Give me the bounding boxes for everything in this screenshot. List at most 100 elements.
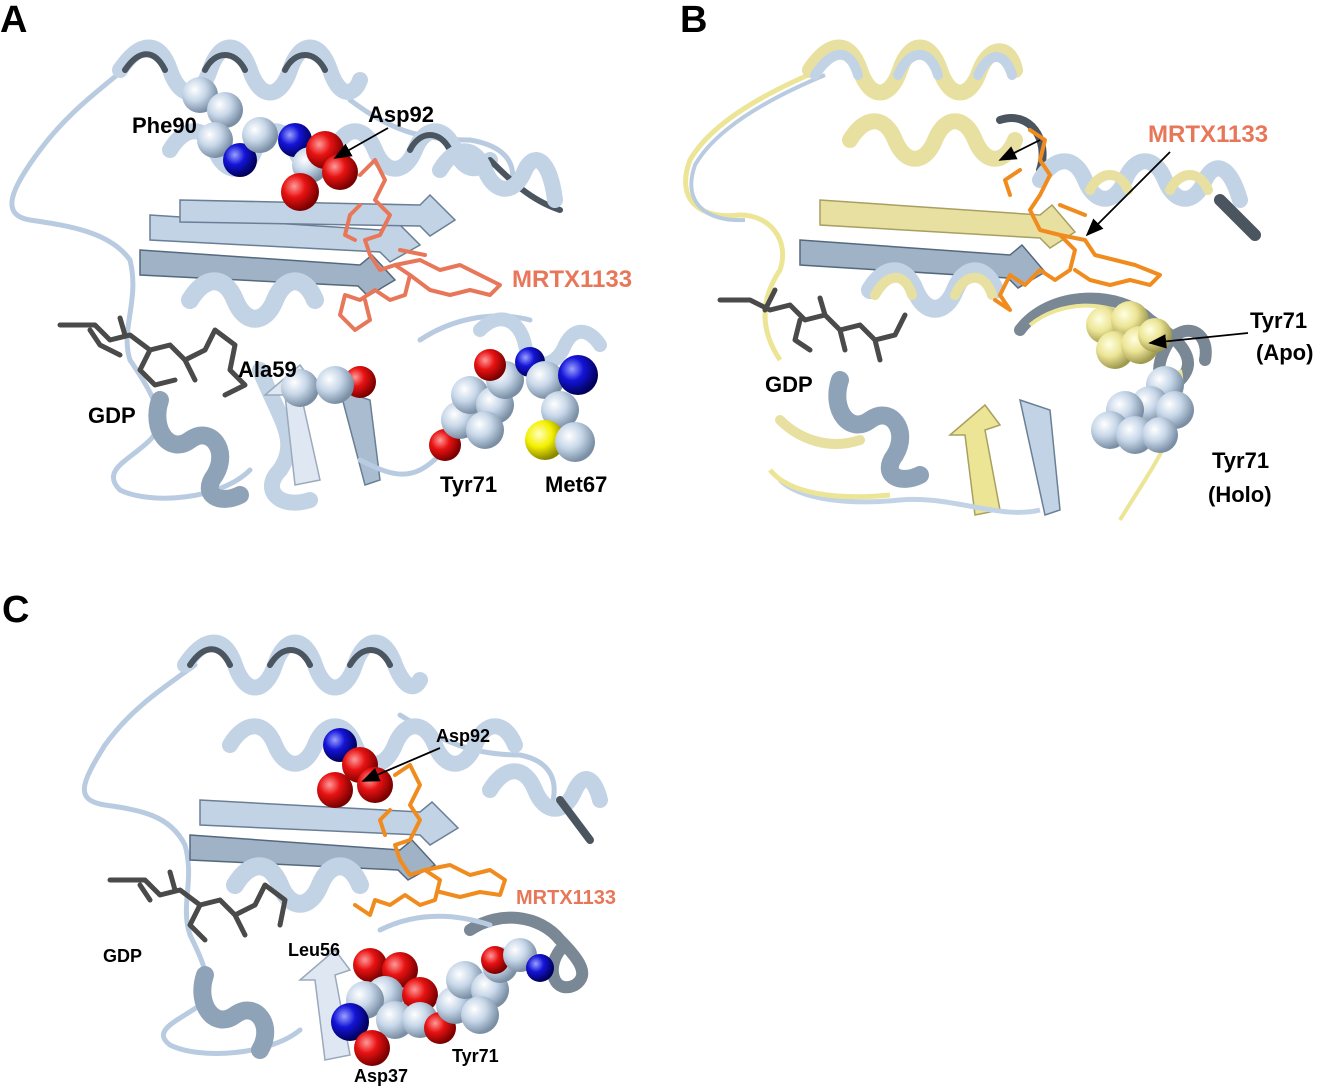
- panel-c-loop: [161, 932, 303, 1056]
- panel-c-letter: C: [2, 589, 29, 631]
- panel-c: C: [2, 589, 616, 1086]
- nitrogen-atom: [558, 355, 598, 395]
- nitrogen-atom: [331, 1003, 369, 1041]
- sulfur-atom: [525, 420, 565, 460]
- panel-b-helix-apo: [775, 415, 865, 449]
- panel-a-spheres: [182, 77, 598, 462]
- arrow-asp92: [361, 747, 441, 782]
- label-gdp: GDP: [88, 403, 136, 428]
- carbon-atom: [1116, 416, 1154, 454]
- panel-c-spheres: [317, 728, 554, 1066]
- panel-c-helix: [482, 763, 608, 817]
- oxygen-atom: [322, 154, 358, 190]
- panel-b-helix-holo: [810, 50, 1017, 80]
- carbon-atom: [207, 92, 243, 128]
- carbon-atom: [1138, 318, 1172, 352]
- label-tyr71-holo-name: Tyr71: [1212, 448, 1269, 473]
- panel-b-tyr71-apo-spheres: [1086, 301, 1172, 369]
- panel-c-loop: [377, 913, 493, 933]
- label-mrtx1133: MRTX1133: [512, 266, 632, 293]
- panel-b-gdp-molecule: [717, 287, 908, 363]
- panel-a-ligand: [338, 158, 502, 332]
- panel-b: B: [680, 0, 1313, 522]
- panel-a-strand: [338, 388, 381, 486]
- panel-b-helix-apo: [842, 113, 1023, 167]
- panel-b-mrtx-molecule: [993, 128, 1162, 312]
- label-leu56: Leu56: [288, 940, 340, 960]
- carbon-atom: [541, 391, 579, 429]
- panel-b-helix-shade: [1214, 194, 1261, 241]
- panel-a: A: [0, 0, 632, 511]
- carbon-atom: [242, 117, 278, 153]
- panel-a-loop: [417, 313, 533, 343]
- label-met67: Met67: [545, 472, 607, 497]
- panel-c-loop: [464, 911, 589, 994]
- panel-b-helix-holo: [1032, 153, 1248, 208]
- label-mrtx1133: MRTX1133: [1148, 121, 1268, 148]
- label-asp37: Asp37: [354, 1066, 408, 1086]
- panel-c-protein-cartoon: [81, 634, 608, 1061]
- oxygen-atom: [474, 349, 506, 381]
- panel-b-helix-holo: [861, 262, 1004, 318]
- oxygen-atom: [317, 772, 353, 808]
- carbon-atom: [555, 422, 595, 462]
- panel-a-helix: [181, 272, 324, 328]
- panel-b-strand-holo: [1018, 398, 1061, 516]
- arrow-mrtx1133-1: [1085, 151, 1171, 237]
- panel-c-gdp-molecule: [107, 869, 288, 943]
- panel-b-loop-holo: [689, 73, 826, 223]
- arrow-mrtx1133-2: [998, 139, 1041, 161]
- panel-c-helix: [193, 966, 275, 1059]
- nitrogen-atom: [223, 143, 257, 177]
- panel-b-strand-apo: [947, 403, 1002, 516]
- panel-b-helix-apo: [870, 272, 997, 300]
- arrow-tyr71-apo: [1148, 332, 1249, 349]
- carbon-atom: [526, 361, 564, 399]
- panel-a-protein-cartoon: [9, 39, 607, 511]
- nitrogen-atom: [526, 954, 554, 982]
- panel-a-helix: [432, 143, 563, 208]
- label-tyr71: Tyr71: [452, 1046, 499, 1066]
- label-tyr71-apo-state: (Apo): [1256, 340, 1313, 365]
- oxygen-atom: [281, 173, 319, 211]
- panel-a-strand: [139, 249, 397, 297]
- panel-a-loop: [111, 357, 253, 501]
- oxygen-atom: [481, 946, 509, 974]
- carbon-atom: [281, 369, 319, 407]
- panel-b-loop-apo: [683, 67, 821, 362]
- label-mrtx1133: MRTX1133: [516, 887, 616, 909]
- oxygen-atom: [357, 767, 393, 803]
- panel-b-loop-holo: [778, 478, 1041, 515]
- panel-c-helix-shade: [556, 796, 594, 844]
- label-ala59: Ala59: [238, 357, 297, 382]
- label-tyr71-holo-state: (Holo): [1208, 482, 1272, 507]
- panel-b-protein-cartoon: [683, 39, 1261, 522]
- label-tyr71-apo-name: Tyr71: [1250, 308, 1307, 333]
- panel-a-helix: [112, 39, 368, 101]
- oxygen-atom: [402, 977, 438, 1013]
- panel-a-gdp-sticks: [57, 315, 248, 398]
- panel-b-loop-apo: [768, 468, 891, 500]
- panel-b-helix-apo: [1085, 170, 1213, 195]
- label-asp92: Asp92: [368, 102, 434, 127]
- panel-a-letter: A: [0, 0, 27, 41]
- panel-c-mrtx-molecule: [353, 763, 507, 917]
- panel-a-helix-shade: [122, 51, 328, 73]
- panel-c-helix: [177, 634, 428, 696]
- carbon-atom: [316, 366, 354, 404]
- panel-a-helix: [148, 391, 249, 508]
- label-phe90: Phe90: [132, 113, 197, 138]
- panel-b-letter: B: [680, 0, 707, 41]
- label-gdp: GDP: [103, 946, 142, 966]
- panel-a-loop: [347, 97, 516, 193]
- carbon-atom: [197, 122, 233, 158]
- label-asp92: Asp92: [436, 726, 490, 746]
- arrow-asp92: [333, 127, 389, 159]
- carbon-atom: [466, 411, 504, 449]
- carbon-atom: [461, 996, 499, 1034]
- oxygen-atom: [354, 1030, 390, 1066]
- panel-a-strand: [262, 363, 321, 486]
- panel-a-mrtx-molecule: [338, 158, 502, 332]
- panel-b-helix-holo: [828, 371, 929, 488]
